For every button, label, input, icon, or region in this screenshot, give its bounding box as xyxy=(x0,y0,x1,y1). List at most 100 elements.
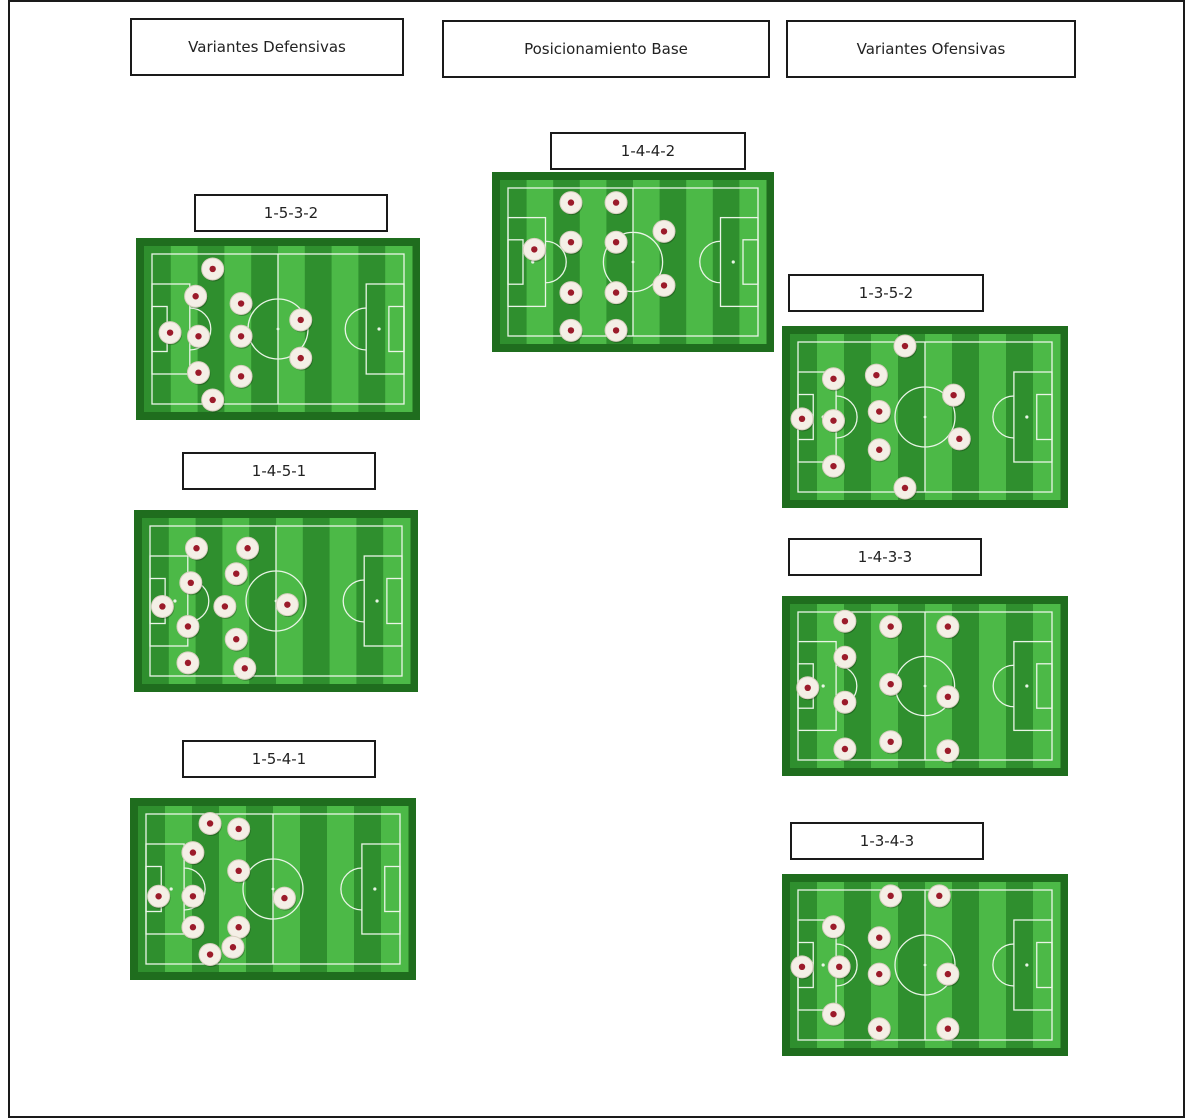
player-marker-center xyxy=(613,199,619,205)
penalty-spot-right xyxy=(1025,415,1028,418)
player-marker-center xyxy=(209,397,215,403)
player-marker-center xyxy=(235,924,241,930)
header-base-positioning: Posicionamiento Base xyxy=(442,20,770,78)
grass-stripe xyxy=(1006,882,1034,1048)
player-marker-center xyxy=(956,436,962,442)
player-marker-center xyxy=(902,485,908,491)
player-marker-center xyxy=(805,685,811,691)
grass-stripe xyxy=(925,334,953,500)
player-marker-center xyxy=(195,369,201,375)
player-marker-center xyxy=(568,289,574,295)
penalty-spot-right xyxy=(732,260,735,263)
grass-stripe xyxy=(633,180,660,344)
penalty-spot-left xyxy=(173,599,176,602)
player-marker-center xyxy=(613,327,619,333)
pitch-diagram xyxy=(782,326,1068,508)
player-marker-center xyxy=(945,971,951,977)
player-marker-center xyxy=(568,327,574,333)
center-spot xyxy=(924,685,927,688)
penalty-spot-left xyxy=(822,684,825,687)
player-marker-center xyxy=(233,636,239,642)
penalty-spot-right xyxy=(1025,963,1028,966)
player-marker-center xyxy=(284,601,290,607)
grass-stripe xyxy=(952,334,980,500)
pitch-diagram xyxy=(134,510,418,692)
grass-stripe xyxy=(358,246,385,412)
player-marker-center xyxy=(830,376,836,382)
player-marker-center xyxy=(842,618,848,624)
player-marker-center xyxy=(950,392,956,398)
player-marker-center xyxy=(235,868,241,874)
player-marker-center xyxy=(873,372,879,378)
player-marker-center xyxy=(887,893,893,899)
player-marker-center xyxy=(842,699,848,705)
player-marker-center xyxy=(945,623,951,629)
center-spot xyxy=(272,888,275,891)
player-marker-center xyxy=(238,373,244,379)
player-marker-center xyxy=(799,416,805,422)
penalty-spot-left xyxy=(822,963,825,966)
penalty-spot-right xyxy=(1025,684,1028,687)
player-marker-center xyxy=(613,289,619,295)
penalty-spot-left xyxy=(170,887,173,890)
formation-label-defensive-1: 1-5-3-2 xyxy=(194,194,388,232)
player-marker-center xyxy=(238,300,244,306)
player-marker-center xyxy=(887,623,893,629)
center-spot xyxy=(277,328,280,331)
center-spot xyxy=(924,416,927,419)
player-marker-center xyxy=(568,199,574,205)
pitch-diagram xyxy=(492,172,774,352)
player-marker-center xyxy=(887,681,893,687)
player-marker-center xyxy=(945,694,951,700)
player-marker-center xyxy=(661,282,667,288)
player-marker-center xyxy=(192,293,198,299)
grass-stripe xyxy=(660,180,687,344)
player-marker-center xyxy=(613,239,619,245)
player-marker-center xyxy=(298,355,304,361)
formation-label-offensive-3: 1-3-4-3 xyxy=(790,822,984,860)
header-offensive-variants: Variantes Ofensivas xyxy=(786,20,1076,78)
player-marker-center xyxy=(876,971,882,977)
player-marker-center xyxy=(902,343,908,349)
player-marker-center xyxy=(238,333,244,339)
grass-stripe xyxy=(300,806,328,972)
penalty-spot-right xyxy=(377,327,380,330)
player-marker-center xyxy=(242,665,248,671)
pitch-diagram xyxy=(782,596,1068,776)
player-marker-center xyxy=(233,571,239,577)
player-marker-center xyxy=(531,246,537,252)
center-spot xyxy=(632,261,635,264)
player-marker-center xyxy=(568,239,574,245)
grass-stripe xyxy=(1006,334,1034,500)
player-marker-center xyxy=(281,895,287,901)
pitch-diagram xyxy=(130,798,416,980)
player-marker-center xyxy=(167,329,173,335)
grass-stripe xyxy=(303,518,330,684)
player-marker-center xyxy=(945,1026,951,1032)
player-marker-center xyxy=(876,1026,882,1032)
player-marker-center xyxy=(876,935,882,941)
player-marker-center xyxy=(190,893,196,899)
player-marker-center xyxy=(222,603,228,609)
grass-stripe xyxy=(898,334,926,500)
player-marker-center xyxy=(185,660,191,666)
player-marker-center xyxy=(159,603,165,609)
formation-label-offensive-1: 1-3-5-2 xyxy=(788,274,984,312)
player-marker-center xyxy=(830,417,836,423)
player-marker-center xyxy=(936,893,942,899)
player-marker-center xyxy=(244,545,250,551)
grass-stripe xyxy=(898,882,926,1048)
player-marker-center xyxy=(842,654,848,660)
player-marker-center xyxy=(945,748,951,754)
player-marker-center xyxy=(887,739,893,745)
player-marker-center xyxy=(155,893,161,899)
player-marker-center xyxy=(188,580,194,586)
player-marker-center xyxy=(193,545,199,551)
formation-label-defensive-3: 1-5-4-1 xyxy=(182,740,376,778)
player-marker-center xyxy=(661,228,667,234)
player-marker-center xyxy=(298,317,304,323)
player-marker-center xyxy=(830,1011,836,1017)
penalty-spot-right xyxy=(373,887,376,890)
player-marker-center xyxy=(876,447,882,453)
grass-stripe xyxy=(251,246,278,412)
